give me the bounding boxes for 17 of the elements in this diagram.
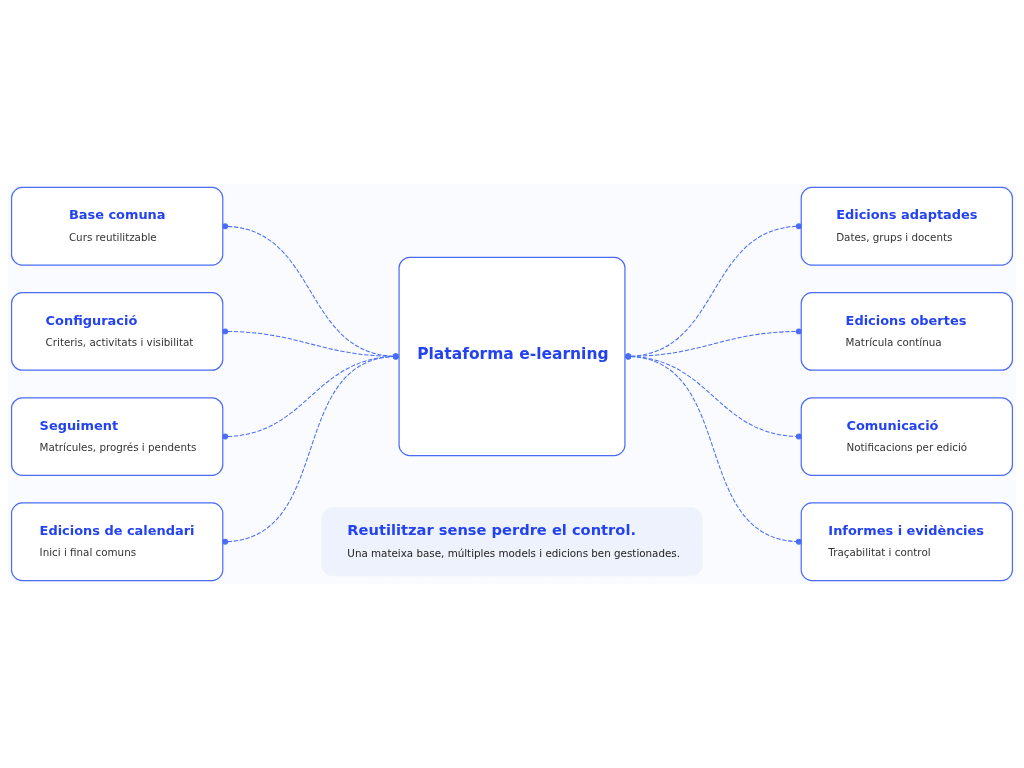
connector <box>222 223 399 360</box>
node-box: Edicions adaptades Dates, grups i docents <box>800 186 1014 266</box>
node-box: Seguiment Matrícules, progrés i pendents <box>10 397 224 476</box>
connector <box>625 223 802 360</box>
node-box: Base comuna Curs reutilitzable <box>10 186 224 266</box>
node-box: Informes i evidències Traçabilitat i control <box>800 502 1014 582</box>
connector <box>625 328 802 360</box>
node-box: Edicions obertes Matrícula contínua <box>800 292 1014 371</box>
node-box: Configuració Criteris, activitats i visibilitat <box>10 292 224 371</box>
node-box: Comunicació Notificacions per edició <box>800 397 1014 476</box>
connector <box>625 353 802 545</box>
node-box: Plataforma e-learning <box>398 256 626 457</box>
node-box: Edicions de calendari Inici i final comuns <box>10 502 224 582</box>
connector <box>222 353 399 545</box>
connector <box>222 353 399 440</box>
connector <box>222 328 399 360</box>
connector <box>625 353 802 440</box>
